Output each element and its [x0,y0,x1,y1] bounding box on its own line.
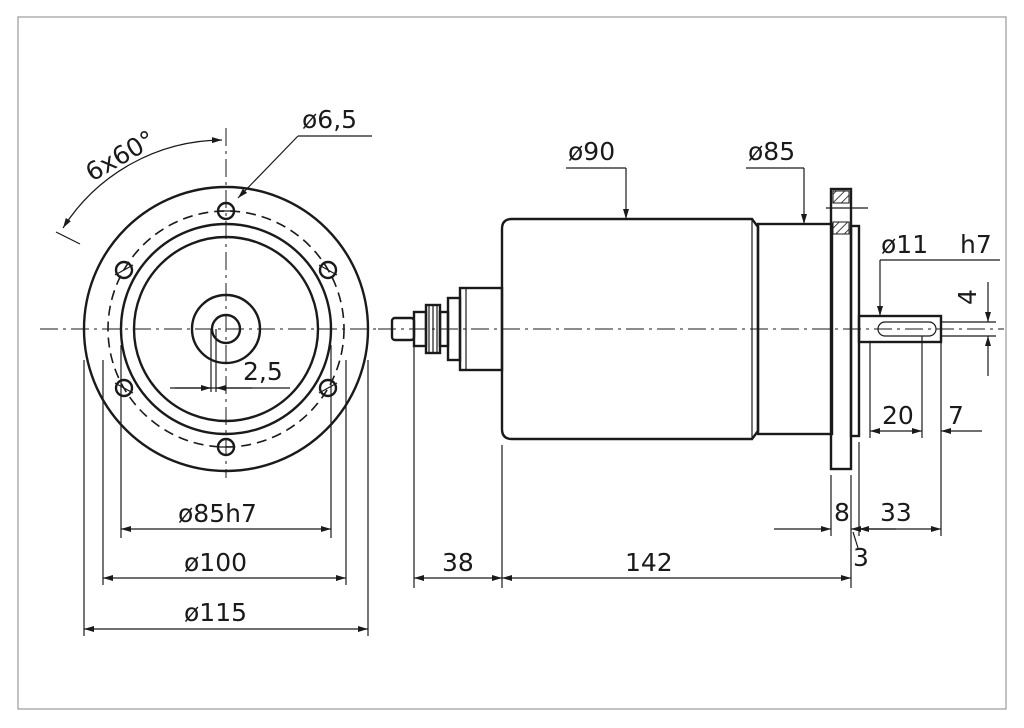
flange-thickness-label: 8 [834,498,850,527]
flange-hatch-top [832,190,850,204]
shaft-boss-circle [190,293,262,365]
shaft-diameter-label: ø11 [881,230,928,259]
bolt-hole [114,378,134,398]
shaft-key [877,321,937,337]
angle-extension-line [55,231,81,245]
bolt-hole [216,437,236,457]
hole-diameter-label: ø6,5 [302,105,357,134]
gap-leader-line [852,531,859,549]
pilot-diameter-label: ø85h7 [178,499,257,528]
mounting-flange [826,187,868,471]
body-diameter-label: ø90 [568,137,615,166]
bolt-pattern-label: 6x60° [81,125,160,188]
shaft-tolerance-label: h7 [960,230,992,259]
flange-hatch-bottom [832,221,850,235]
angle-dimension-arc [62,137,223,229]
flange-diameter-label: ø115 [184,598,247,627]
pilot-outer-circle [119,222,333,436]
rear-length-label: 38 [442,548,474,577]
key-width-label: 4 [953,289,982,305]
side-view: ø90 ø85 ø11 h7 4 20 7 8 [378,137,1004,588]
flange-gap-label: 3 [853,543,869,572]
key-offset-label: 7 [948,401,964,430]
bolt-circle-diameter-label: ø100 [184,548,247,577]
front-view: 6x60° ø6,5 2,5 ø85h7 ø100 ø115 [40,105,390,636]
bolt-hole [114,260,134,280]
shaft-length-label: 33 [880,498,912,527]
bolt-hole [318,378,338,398]
shaft-circle [210,313,242,345]
body-length-label: 142 [625,548,673,577]
key-length-label: 20 [882,401,914,430]
hole-leader-arrow [237,135,299,199]
drawing-frame [17,16,1007,710]
output-shaft [857,314,943,344]
keyway-width-label: 2,5 [243,357,283,386]
flange-outer-circle [82,185,370,473]
bolt-hole [318,260,338,280]
neck-diameter-label: ø85 [748,137,795,166]
pilot-inner-circle [132,235,320,423]
